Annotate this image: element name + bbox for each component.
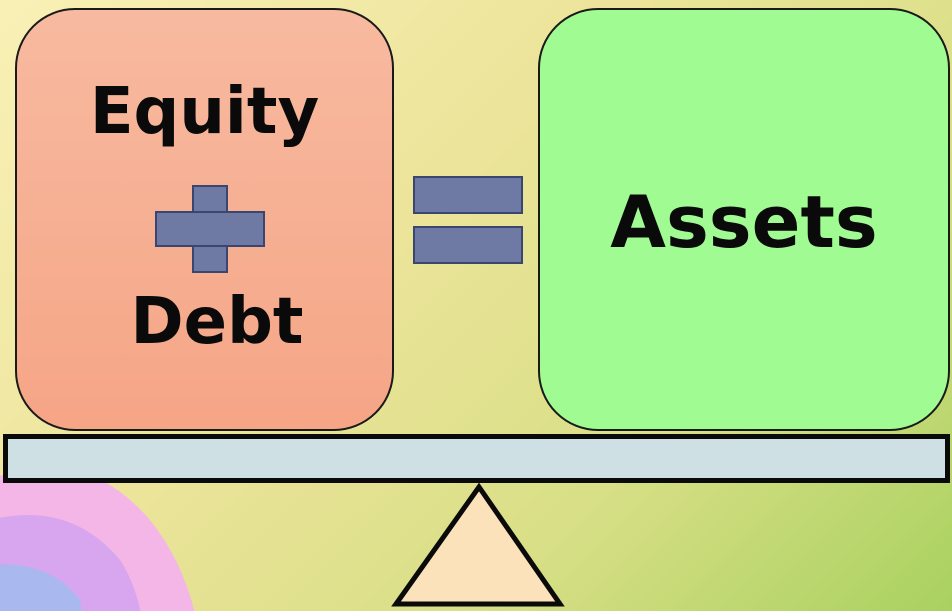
assets-label: Assets xyxy=(610,180,878,264)
debt-label: Debt xyxy=(130,285,304,359)
assets-box xyxy=(538,8,950,431)
equity-label: Equity xyxy=(89,75,320,149)
balance-beam xyxy=(3,434,950,483)
